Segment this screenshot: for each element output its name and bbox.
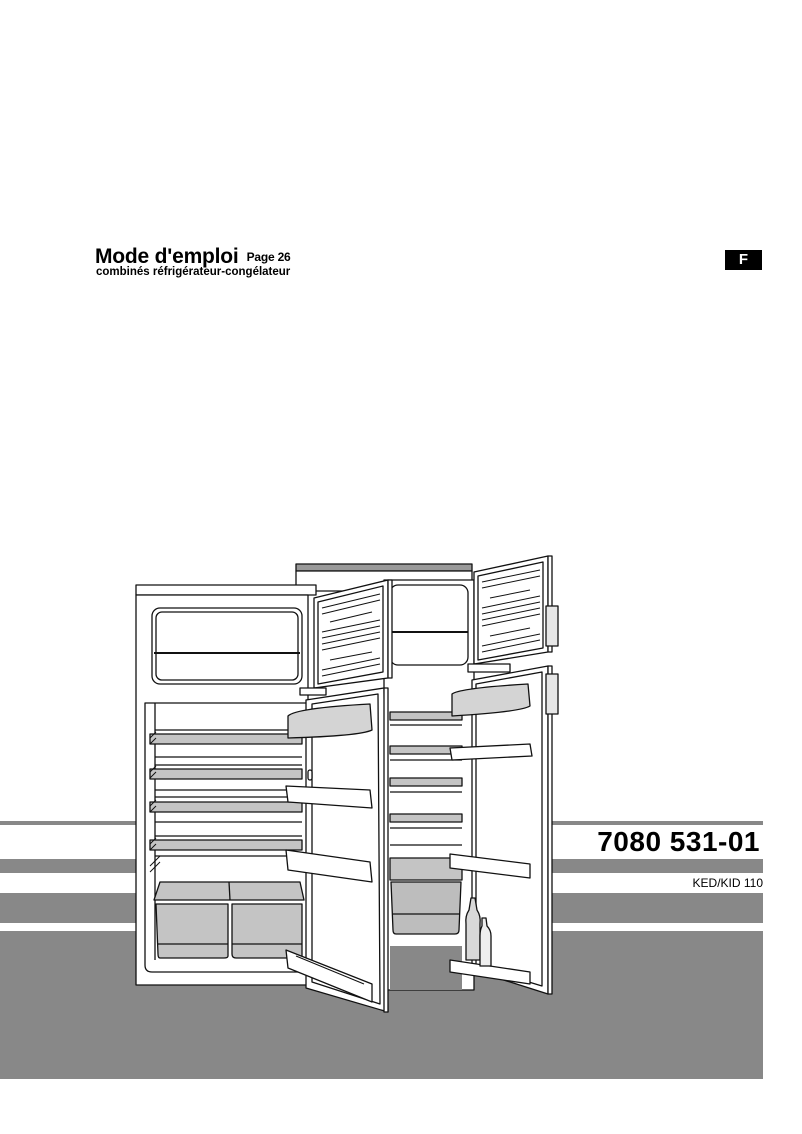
page-reference: Page 26 — [246, 250, 291, 264]
document-number: 7080 531-01 — [597, 826, 760, 857]
left-unit — [135, 579, 393, 1013]
language-badge: F — [725, 250, 762, 270]
manual-subtitle: combinés réfrigérateur-congélateur — [96, 266, 291, 278]
manual-title: Mode d'emploi Page 26 — [95, 246, 291, 268]
right-unit — [295, 555, 559, 995]
model-number: KED/KID 110 — [692, 876, 763, 890]
fridge-freezer-illustration — [135, 555, 559, 1013]
title-text: Mode d'emploi — [95, 245, 239, 268]
